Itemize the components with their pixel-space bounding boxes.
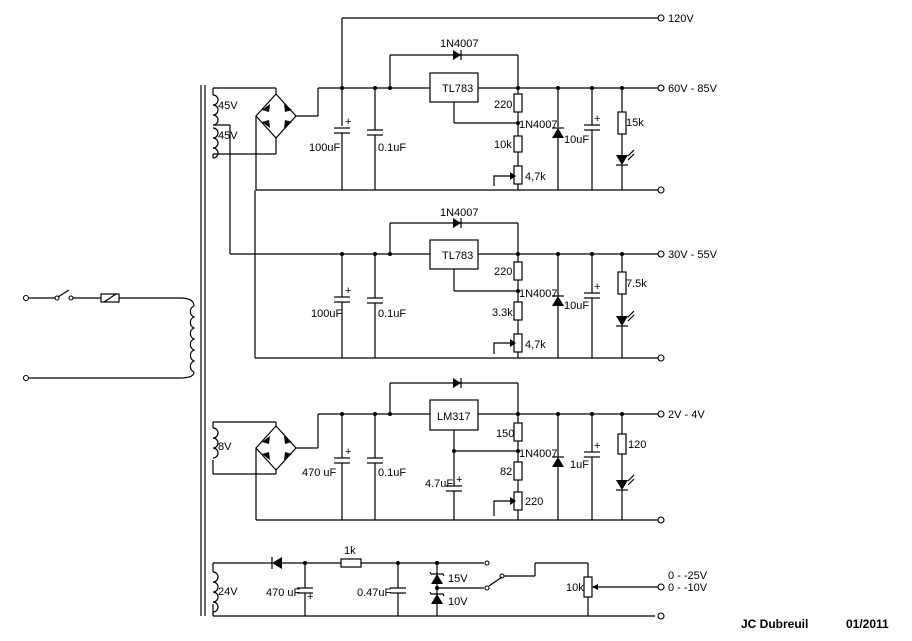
- stage-60-85v: 120V 1N4007 TL783 60V - 85V 220 1N4007 1…: [256, 13, 718, 194]
- winding-45v-a-label: 45V: [218, 100, 238, 112]
- stage2-bulk-cap-label: 100uF: [311, 308, 342, 320]
- stage2-bypass-diode-label: 1N4007: [440, 207, 479, 219]
- stage4-series-resistor-label: 1k: [344, 545, 356, 557]
- stage1-bulk-cap-label: 100uF: [309, 142, 340, 154]
- author-label: JC Dubreuil: [741, 617, 808, 631]
- stage3-adj-cap-label: 4.7uF: [425, 478, 453, 490]
- stage3-led-resistor-label: 120: [628, 439, 646, 451]
- svg-text:+: +: [456, 474, 462, 486]
- mains-input: [22, 289, 195, 382]
- bridge-rectifier-2: [255, 414, 319, 520]
- output-60-85v-label: 60V - 85V: [668, 83, 718, 95]
- output-2-4v-label: 2V - 4V: [668, 409, 705, 421]
- output-neg10-label: 0 - -10V: [668, 582, 708, 594]
- terminal-stage1-ground[interactable]: [657, 186, 665, 194]
- stage4-output-pot[interactable]: [583, 576, 593, 598]
- credit: JC Dubreuil 01/2011: [741, 617, 889, 631]
- terminal-negative-ground[interactable]: [657, 612, 665, 620]
- transformer: 45V 45V 8V 24V: [189, 85, 238, 616]
- stage3-diode2-label: 1N4007: [519, 448, 558, 460]
- output-neg25-label: 0 - -25V: [668, 570, 708, 582]
- svg-text:+: +: [345, 116, 351, 128]
- stage2-diode2-label: 1N4007: [519, 288, 558, 300]
- stage4-zener-10v-label: 10V: [448, 596, 468, 608]
- stage1-bypass-diode-label: 1N4007: [440, 38, 479, 50]
- stage2-out-cap-label: 10uF: [564, 300, 589, 312]
- stage2-led-resistor-label: 7.5k: [626, 278, 647, 290]
- stage3-regulator-label: LM317: [437, 411, 471, 423]
- stage1-regulator-label: TL783: [442, 83, 473, 95]
- svg-text:+: +: [345, 446, 351, 458]
- stage3-pot-label: 220: [525, 496, 543, 508]
- terminal-negative-output[interactable]: [657, 583, 665, 591]
- stage1-diode2-label: 1N4007: [519, 119, 558, 131]
- terminal-30-55v[interactable]: [657, 250, 665, 258]
- stage2-regulator-label: TL783: [442, 250, 473, 262]
- stage1-r-mid-label: 10k: [494, 139, 512, 151]
- terminal-2-4v[interactable]: [657, 410, 665, 418]
- stage1-led-resistor-label: 15k: [626, 117, 644, 129]
- date-label: 01/2011: [846, 617, 889, 631]
- stage3-r-top-label: 150: [496, 428, 514, 440]
- winding-8v-label: 8V: [218, 441, 232, 453]
- stage-2-4v: LM317 2V - 4V 150 1N4007 82 220 + 4.7uF: [256, 378, 705, 524]
- stage4-bulk-cap-label: 470 uF: [266, 587, 301, 599]
- winding-wiring: [212, 87, 655, 617]
- svg-text:+: +: [594, 440, 600, 452]
- terminal-stage2-ground[interactable]: [657, 354, 665, 362]
- output-30-55v-label: 30V - 55V: [668, 249, 718, 261]
- stage-negative: 1k + 470 uF 0.47uF 15V 10V: [265, 545, 708, 620]
- winding-24v-label: 24V: [218, 586, 238, 598]
- stage1-out-cap-label: 10uF: [564, 134, 589, 146]
- svg-text:+: +: [345, 285, 351, 297]
- stage4-pot-label: 10k: [566, 582, 584, 594]
- stage2-r-top-label: 220: [494, 266, 512, 278]
- stage1-small-cap-label: 0.1uF: [378, 142, 406, 154]
- stage2-r-mid-label: 3.3k: [492, 307, 513, 319]
- stage2-pot-label: 4,7k: [525, 339, 546, 351]
- svg-text:+: +: [594, 113, 600, 125]
- terminal-60-85v[interactable]: [657, 84, 665, 92]
- stage3-r-mid-label: 82: [500, 466, 512, 478]
- terminal-120v[interactable]: [657, 14, 665, 22]
- stage3-out-cap-label: 1uF: [570, 459, 589, 471]
- stage1-r-top-label: 220: [494, 99, 512, 111]
- svg-text:+: +: [594, 281, 600, 293]
- svg-text:+: +: [307, 591, 313, 603]
- stage-30-55v: 1N4007 TL783 30V - 55V 220 1N4007 3.3k 4…: [230, 207, 718, 362]
- stage3-bulk-cap-label: 470 uF: [302, 467, 337, 479]
- stage2-small-cap-label: 0.1uF: [378, 308, 406, 320]
- winding-45v-b-label: 45V: [218, 130, 238, 142]
- stage1-pot-label: 4,7k: [525, 171, 546, 183]
- terminal-stage3-ground[interactable]: [657, 516, 665, 524]
- stage3-small-cap-label: 0.1uF: [378, 467, 406, 479]
- stage4-small-cap-label: 0.47uF: [357, 587, 392, 599]
- stage4-zener-15v-label: 15V: [448, 573, 468, 585]
- bridge-rectifier-1: [255, 87, 342, 190]
- output-120v-label: 120V: [668, 13, 694, 25]
